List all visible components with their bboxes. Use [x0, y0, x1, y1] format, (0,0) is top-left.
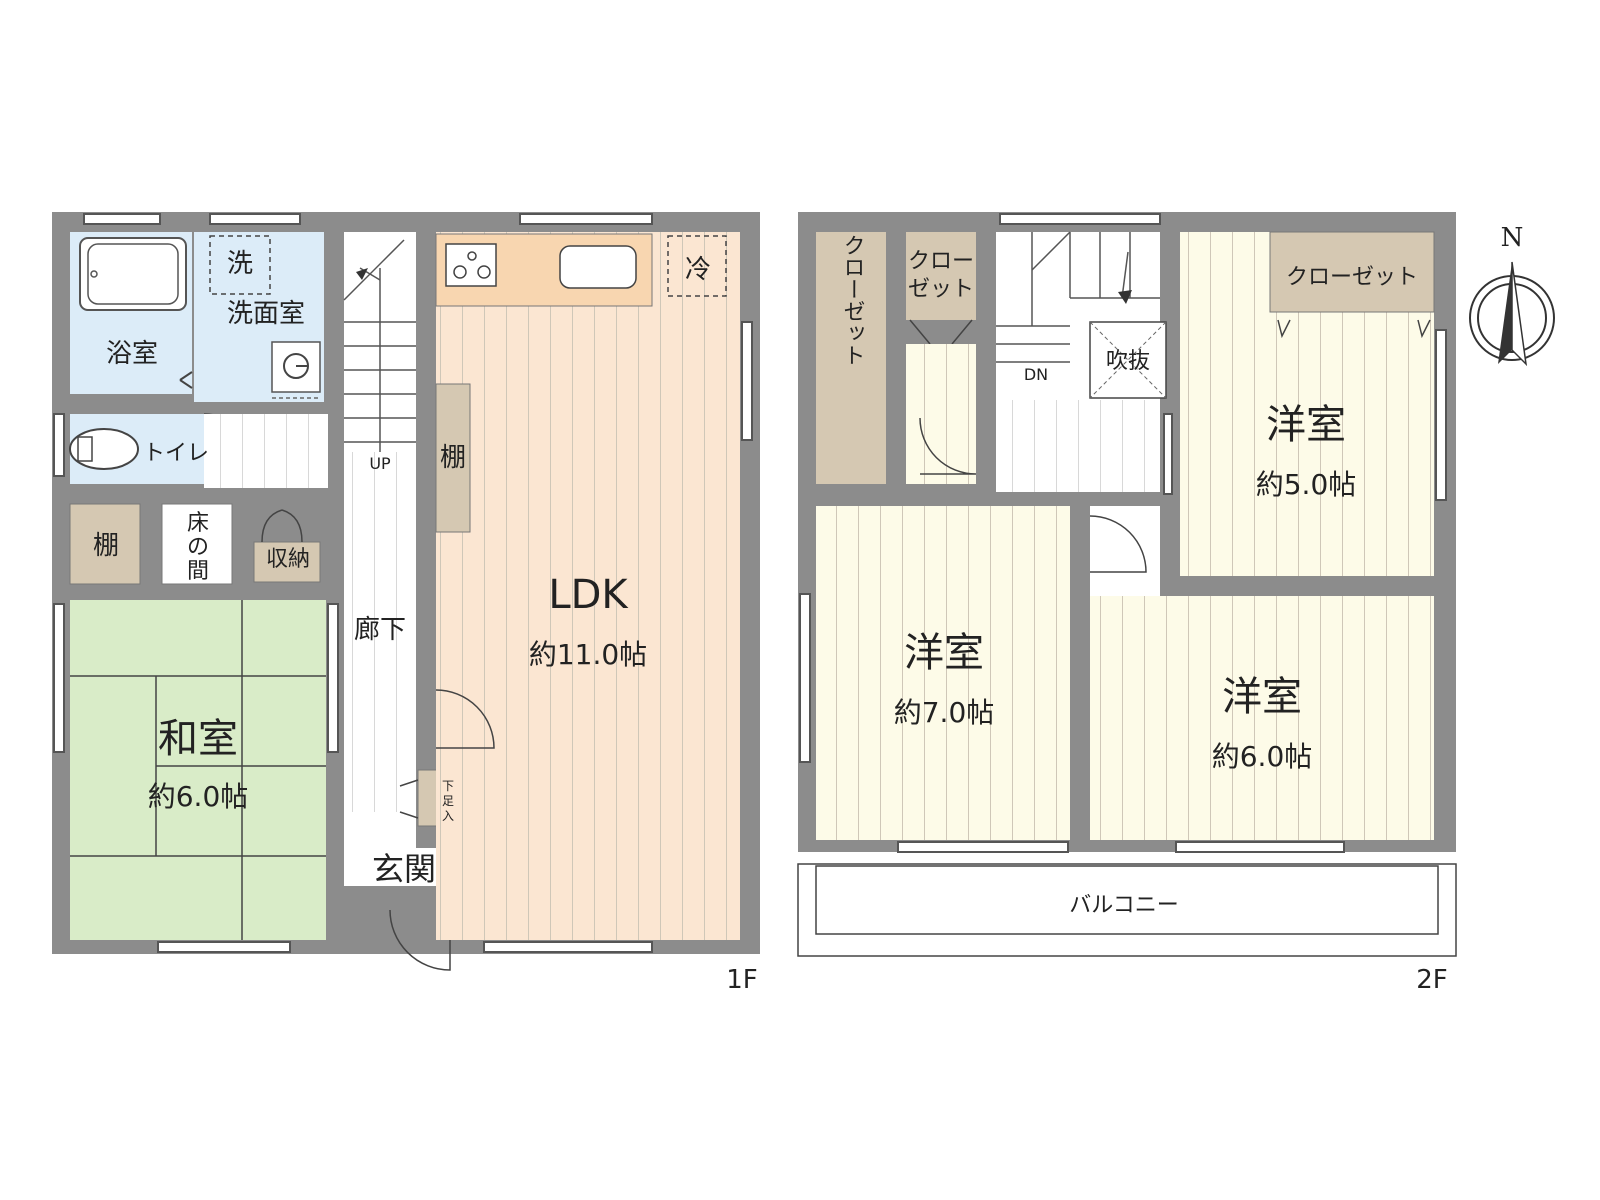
- closet-small-label-1: クロー: [908, 249, 974, 274]
- room-w-label: 洋室: [904, 630, 984, 676]
- sink-icon: [271, 341, 321, 393]
- ldk-size: 約11.0帖: [529, 638, 647, 671]
- shoe-label-3: 入: [442, 809, 454, 823]
- balcony-area: [815, 865, 1439, 935]
- closet-left: [816, 232, 886, 484]
- north-compass-icon: [1469, 261, 1555, 367]
- closet-right: [1269, 231, 1435, 313]
- toilet-label: トイレ: [143, 441, 209, 466]
- stove-icon: [445, 243, 497, 287]
- room-se-label: 洋室: [1222, 674, 1302, 720]
- room-ne-label: 洋室: [1266, 402, 1346, 448]
- closet-small-label-2: ゼット: [908, 277, 974, 302]
- storage-label: 収納: [266, 547, 310, 572]
- floor-1: [52, 212, 760, 971]
- washer-space: [209, 235, 271, 295]
- closet-right-label: クローゼット: [1286, 265, 1418, 290]
- room-ne-size: 約5.0帖: [1256, 468, 1357, 501]
- room-w-size: 約7.0帖: [894, 696, 995, 729]
- tokonoma-label-3: 間: [187, 559, 209, 584]
- fridge-space: [667, 235, 727, 297]
- hallway-label: 廊下: [354, 615, 406, 645]
- entrance-area: [344, 848, 440, 886]
- japanese-shelf-label: 棚: [93, 531, 119, 561]
- stair-up-label: UP: [369, 454, 391, 473]
- storage-closet: [253, 541, 321, 583]
- tokonoma-label-2: の: [187, 535, 209, 560]
- floor-2: [797, 212, 1457, 957]
- room-se-door-icon: [1089, 515, 1147, 573]
- washer-label: 洗: [227, 249, 253, 279]
- stair-down-label: DN: [1024, 365, 1048, 384]
- tokonoma: [161, 503, 233, 585]
- japanese-room-area: [70, 600, 326, 940]
- ldk-door-icon: [435, 689, 495, 749]
- ldk-label: LDK: [548, 572, 629, 618]
- room-w-door-icon: [919, 417, 977, 475]
- japanese-room-size: 約6.0帖: [148, 780, 249, 813]
- tokonoma-label-1: 床: [187, 511, 209, 536]
- balcony-label: バルコニー: [1069, 893, 1179, 918]
- shelf-japanese-room: [69, 503, 141, 585]
- north-label: N: [1501, 223, 1524, 253]
- room-se-size: 約6.0帖: [1212, 740, 1313, 773]
- entrance-door-icon: [389, 909, 451, 971]
- entrance-label: 玄関: [372, 850, 436, 888]
- ldk-shelf-label: 棚: [440, 443, 466, 473]
- void-label: 吹抜: [1106, 349, 1150, 374]
- washroom-label: 洗面室: [227, 299, 305, 329]
- kitchen-sink-icon: [559, 245, 637, 289]
- floor2-label: 2F: [1416, 965, 1448, 995]
- labels-2f: クローゼット クロー ゼット クローゼット 吹抜 DN 洋室 約5.0帖 洋室 …: [840, 234, 1448, 995]
- japanese-room-label: 和室: [158, 716, 238, 762]
- shoe-label-2: 足: [442, 794, 454, 808]
- labels-1f: 洗 洗面室 浴室 トイレ UP 棚 床 の 間 収納 和室 約6.0帖 廊下 玄…: [93, 249, 758, 995]
- ldk-shelf: [435, 383, 471, 533]
- bath-label: 浴室: [106, 339, 158, 369]
- closet-small: [906, 232, 976, 320]
- bathtub-icon: [79, 237, 187, 311]
- floor1-label: 1F: [726, 965, 758, 995]
- closet-left-label: クローゼット: [840, 234, 865, 366]
- shoe-label-1: 下: [442, 779, 454, 793]
- fridge-label: 冷: [685, 255, 711, 285]
